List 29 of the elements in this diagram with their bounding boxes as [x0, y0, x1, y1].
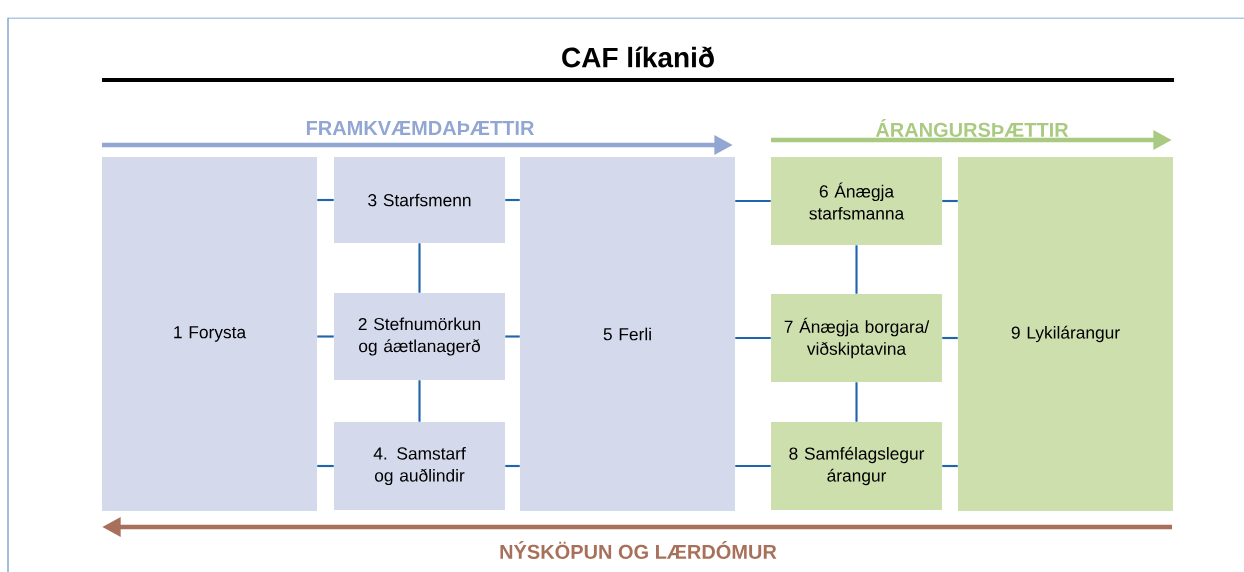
connector-line	[735, 464, 771, 468]
connector-line	[317, 464, 334, 468]
factor-box: 9 Lykilárangur	[958, 157, 1173, 511]
connector-line	[505, 198, 520, 202]
connector-line	[942, 199, 958, 203]
factor-box: 8 Samfélagslegur árangur	[771, 422, 942, 510]
connector-line	[735, 199, 771, 203]
factor-box: 4. Samstarf og auðlindir	[334, 422, 505, 510]
connector-line	[855, 382, 858, 422]
connector-line	[505, 335, 520, 338]
connector-line	[942, 464, 958, 468]
connector-line	[505, 464, 520, 468]
connector-line	[317, 335, 334, 338]
section-heading: NÝSKÖPUN OG LÆRDÓMUR	[500, 541, 777, 559]
connector-line	[418, 243, 421, 293]
section-heading: FRAMKVÆMDAÞÆTTIR	[306, 121, 535, 135]
factor-box: 1 Forysta	[102, 157, 317, 511]
section-heading: ÁRANGURSÞÆTTIR	[875, 119, 1069, 137]
factor-box: 2 Stefnumörkun og áætlanagerð	[334, 293, 505, 380]
factor-box: 7 Ánægja borgara/ viðskiptavina	[771, 294, 942, 382]
connector-line	[942, 336, 958, 340]
connector-line	[317, 198, 334, 202]
factor-box: 5 Ferli	[520, 157, 735, 511]
connector-line	[418, 380, 421, 422]
title: CAF líkanið	[562, 46, 714, 68]
connector-line	[855, 245, 858, 294]
factor-box: 6 Ánægja starfsmanna	[771, 157, 942, 245]
factor-box: 3 Starfsmenn	[334, 157, 505, 243]
connector-line	[735, 336, 771, 340]
